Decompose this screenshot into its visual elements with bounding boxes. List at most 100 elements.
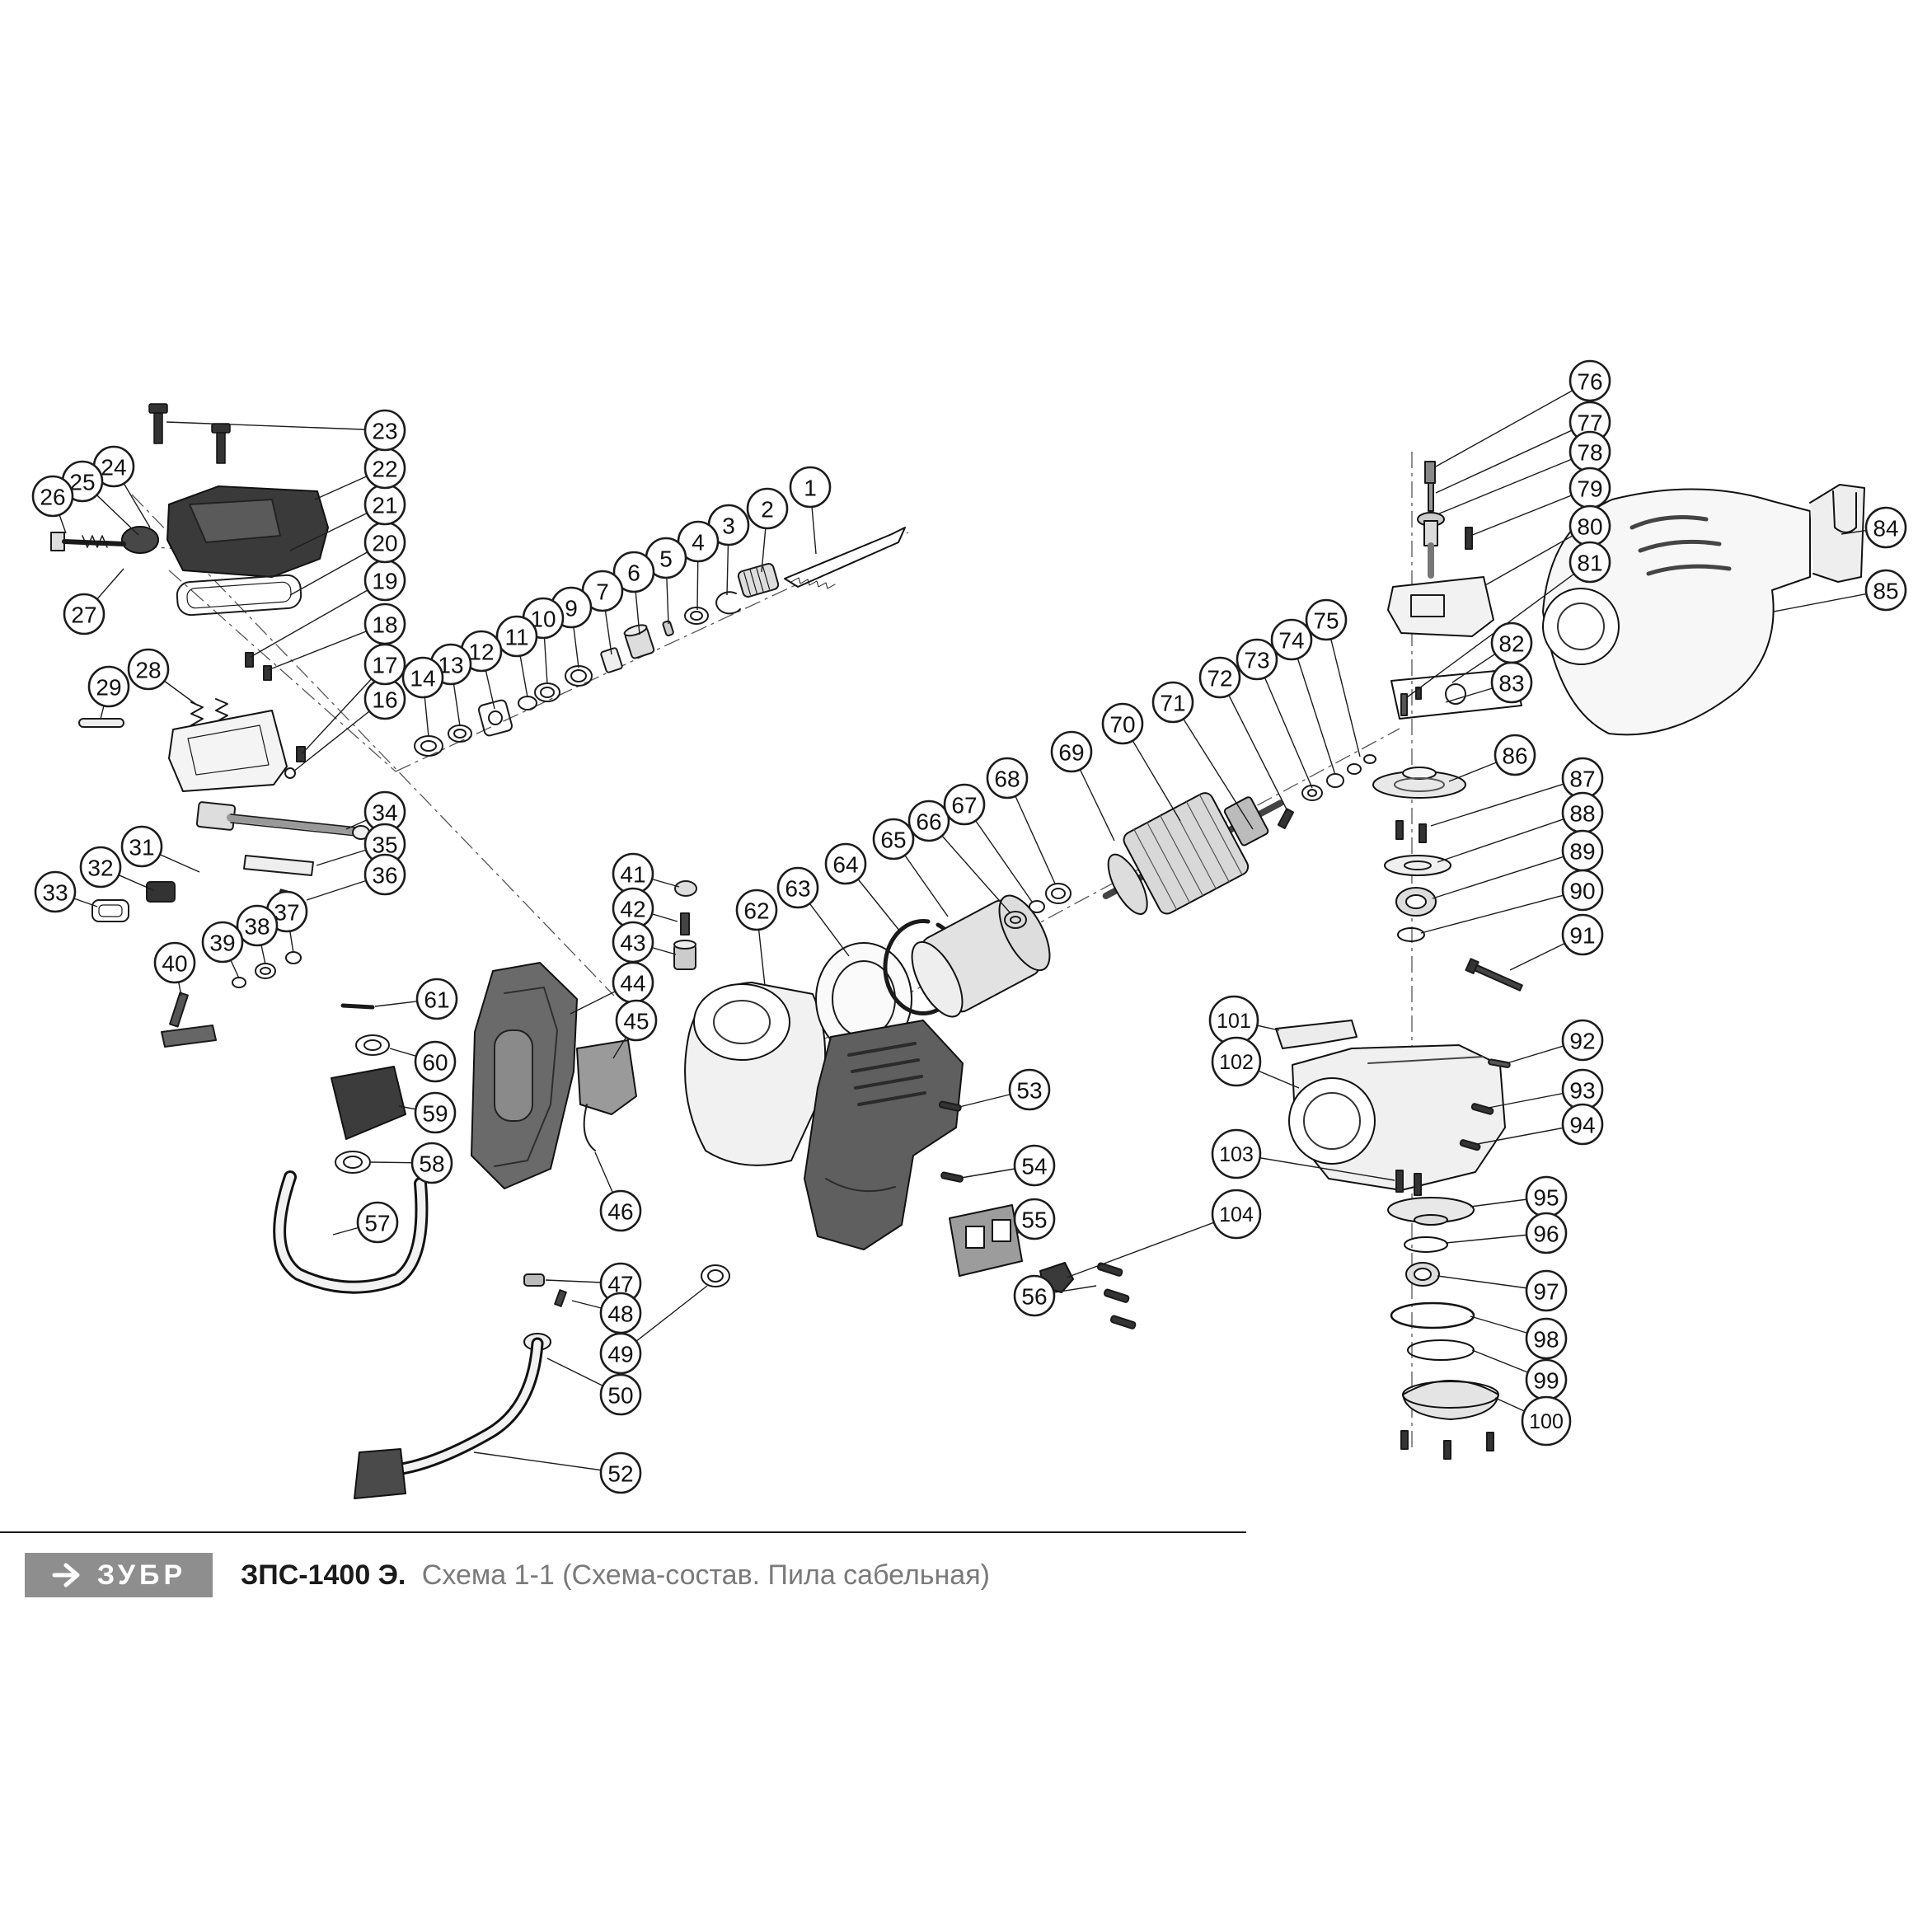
callout-62: 62: [735, 889, 778, 931]
svg-text:53: 53: [1016, 1078, 1042, 1104]
svg-text:87: 87: [1569, 767, 1595, 792]
svg-text:102: 102: [1219, 1051, 1254, 1074]
schema-title: ЗПС-1400 Э. Схема 1-1 (Схема-состав. Пил…: [241, 1559, 990, 1592]
callout-79: 79: [1569, 467, 1611, 509]
svg-text:1: 1: [804, 476, 817, 501]
callout-29: 29: [87, 665, 130, 708]
callout-65: 65: [872, 818, 915, 860]
part-body-shell: [1542, 484, 1865, 736]
callout-26: 26: [31, 475, 74, 518]
callout-22: 22: [363, 447, 406, 490]
svg-text:81: 81: [1577, 551, 1602, 576]
svg-text:76: 76: [1577, 369, 1602, 395]
svg-text:43: 43: [620, 931, 645, 956]
svg-text:26: 26: [40, 485, 65, 510]
callout-60: 60: [414, 1040, 457, 1083]
callout-18: 18: [363, 603, 406, 645]
zubr-logo-text: ЗУБР: [96, 1559, 187, 1591]
callout-21: 21: [363, 483, 406, 526]
svg-text:34: 34: [372, 800, 397, 826]
svg-text:14: 14: [410, 666, 435, 692]
callout-63: 63: [776, 866, 819, 909]
svg-text:6: 6: [627, 560, 640, 586]
callout-69: 69: [1050, 730, 1093, 773]
part-rod-assembly: [91, 801, 370, 1048]
part-gearbox-stack: [1275, 767, 1523, 1460]
svg-text:66: 66: [916, 809, 941, 835]
callout-58: 58: [410, 1142, 453, 1184]
svg-text:74: 74: [1278, 628, 1304, 654]
callout-19: 19: [363, 559, 406, 602]
svg-text:69: 69: [1058, 740, 1084, 766]
svg-text:22: 22: [372, 457, 397, 482]
svg-text:104: 104: [1219, 1203, 1254, 1226]
part-motor-assembly: [684, 754, 1376, 1329]
callout-66: 66: [907, 800, 950, 842]
svg-text:55: 55: [1021, 1208, 1047, 1233]
leader-line-76: [1435, 380, 1591, 467]
callout-102: 102: [1211, 1036, 1262, 1087]
svg-text:94: 94: [1569, 1113, 1595, 1138]
svg-text:88: 88: [1569, 801, 1595, 827]
callout-53: 53: [1008, 1068, 1051, 1111]
svg-text:70: 70: [1109, 712, 1135, 738]
svg-text:9: 9: [565, 596, 578, 621]
svg-text:83: 83: [1498, 671, 1524, 696]
part-blade-train: [414, 527, 906, 757]
svg-text:3: 3: [722, 513, 735, 539]
svg-text:56: 56: [1021, 1284, 1047, 1310]
callout-95: 95: [1525, 1175, 1568, 1218]
svg-text:98: 98: [1533, 1327, 1559, 1353]
callout-75: 75: [1305, 598, 1348, 641]
leader-line-88: [1437, 812, 1583, 863]
callout-80: 80: [1569, 504, 1611, 547]
callout-10: 10: [522, 597, 565, 640]
svg-text:64: 64: [832, 852, 858, 878]
footer: ЗУБР ЗПС-1400 Э. Схема 1-1 (Схема-состав…: [0, 1531, 1932, 1597]
callout-17: 17: [363, 643, 406, 686]
svg-text:84: 84: [1873, 516, 1898, 542]
callout-72: 72: [1198, 656, 1241, 699]
svg-text:68: 68: [994, 767, 1020, 792]
svg-text:37: 37: [274, 900, 299, 926]
callout-49: 49: [599, 1332, 642, 1375]
svg-text:62: 62: [743, 898, 769, 924]
callout-71: 71: [1151, 681, 1194, 724]
zubr-arrow-icon: [52, 1563, 80, 1587]
svg-text:33: 33: [42, 880, 68, 906]
svg-text:23: 23: [372, 419, 397, 444]
callout-43: 43: [612, 921, 654, 964]
svg-text:72: 72: [1207, 666, 1232, 692]
callout-56: 56: [1013, 1274, 1056, 1317]
svg-text:48: 48: [607, 1301, 633, 1327]
callout-73: 73: [1236, 638, 1278, 681]
svg-text:18: 18: [372, 612, 397, 638]
callout-14: 14: [401, 656, 444, 699]
leader-line-19: [250, 579, 386, 658]
svg-text:54: 54: [1021, 1154, 1047, 1179]
svg-text:50: 50: [607, 1383, 633, 1409]
callout-57: 57: [356, 1201, 399, 1244]
svg-text:65: 65: [880, 828, 906, 853]
callout-7: 7: [581, 570, 624, 612]
svg-text:63: 63: [785, 876, 810, 902]
svg-text:46: 46: [607, 1199, 633, 1225]
callout-92: 92: [1561, 1019, 1604, 1062]
zubr-logo: ЗУБР: [25, 1553, 213, 1597]
svg-text:20: 20: [372, 531, 397, 556]
svg-text:49: 49: [607, 1342, 633, 1367]
leader-line-74: [1291, 639, 1336, 776]
footer-divider: [0, 1531, 1246, 1533]
svg-text:24: 24: [101, 455, 126, 481]
callout-61: 61: [415, 978, 458, 1020]
svg-text:90: 90: [1569, 879, 1595, 904]
leader-line-104: [1066, 1213, 1237, 1278]
schema-title-rest: Схема 1-1 (Схема-состав. Пила сабельная): [421, 1559, 990, 1591]
svg-text:57: 57: [364, 1211, 390, 1236]
svg-text:96: 96: [1533, 1222, 1559, 1247]
callout-12: 12: [460, 630, 503, 673]
callout-78: 78: [1569, 430, 1611, 473]
svg-text:28: 28: [135, 658, 161, 683]
callout-45: 45: [615, 999, 658, 1042]
callout-94: 94: [1561, 1103, 1604, 1146]
